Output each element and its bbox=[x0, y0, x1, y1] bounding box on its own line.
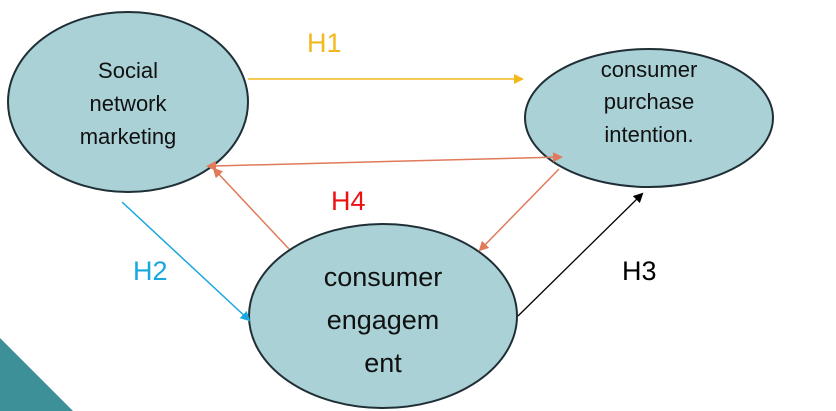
engagement-node-line-3: ent bbox=[364, 348, 402, 378]
purchase-node-line-1: consumer bbox=[601, 57, 698, 82]
social-node-line-1: Social bbox=[98, 58, 158, 83]
h1-label: H1 bbox=[307, 28, 342, 58]
h4-arrow-engagement-social bbox=[212, 167, 290, 250]
social-network-marketing-node bbox=[7, 11, 249, 193]
h3-arrow bbox=[517, 192, 644, 317]
purchase-node-line-2: purchase bbox=[604, 89, 695, 114]
social-node-line-2: network bbox=[89, 91, 167, 116]
consumer-purchase-intention-node bbox=[524, 48, 774, 188]
corner-accent-shape bbox=[0, 338, 73, 411]
social-node-line-3: marketing bbox=[80, 124, 177, 149]
engagement-node-line-2: engagem bbox=[327, 305, 440, 335]
h4-arrow-purchase-engagement bbox=[478, 168, 560, 252]
h3-label: H3 bbox=[622, 256, 657, 286]
h4-arrow-social-purchase bbox=[206, 152, 563, 171]
h2-arrow bbox=[121, 201, 251, 322]
h4-label: H4 bbox=[331, 186, 366, 216]
h2-label: H2 bbox=[133, 256, 168, 286]
purchase-node-line-3: intention. bbox=[604, 122, 693, 147]
engagement-node-line-1: consumer bbox=[324, 262, 443, 292]
